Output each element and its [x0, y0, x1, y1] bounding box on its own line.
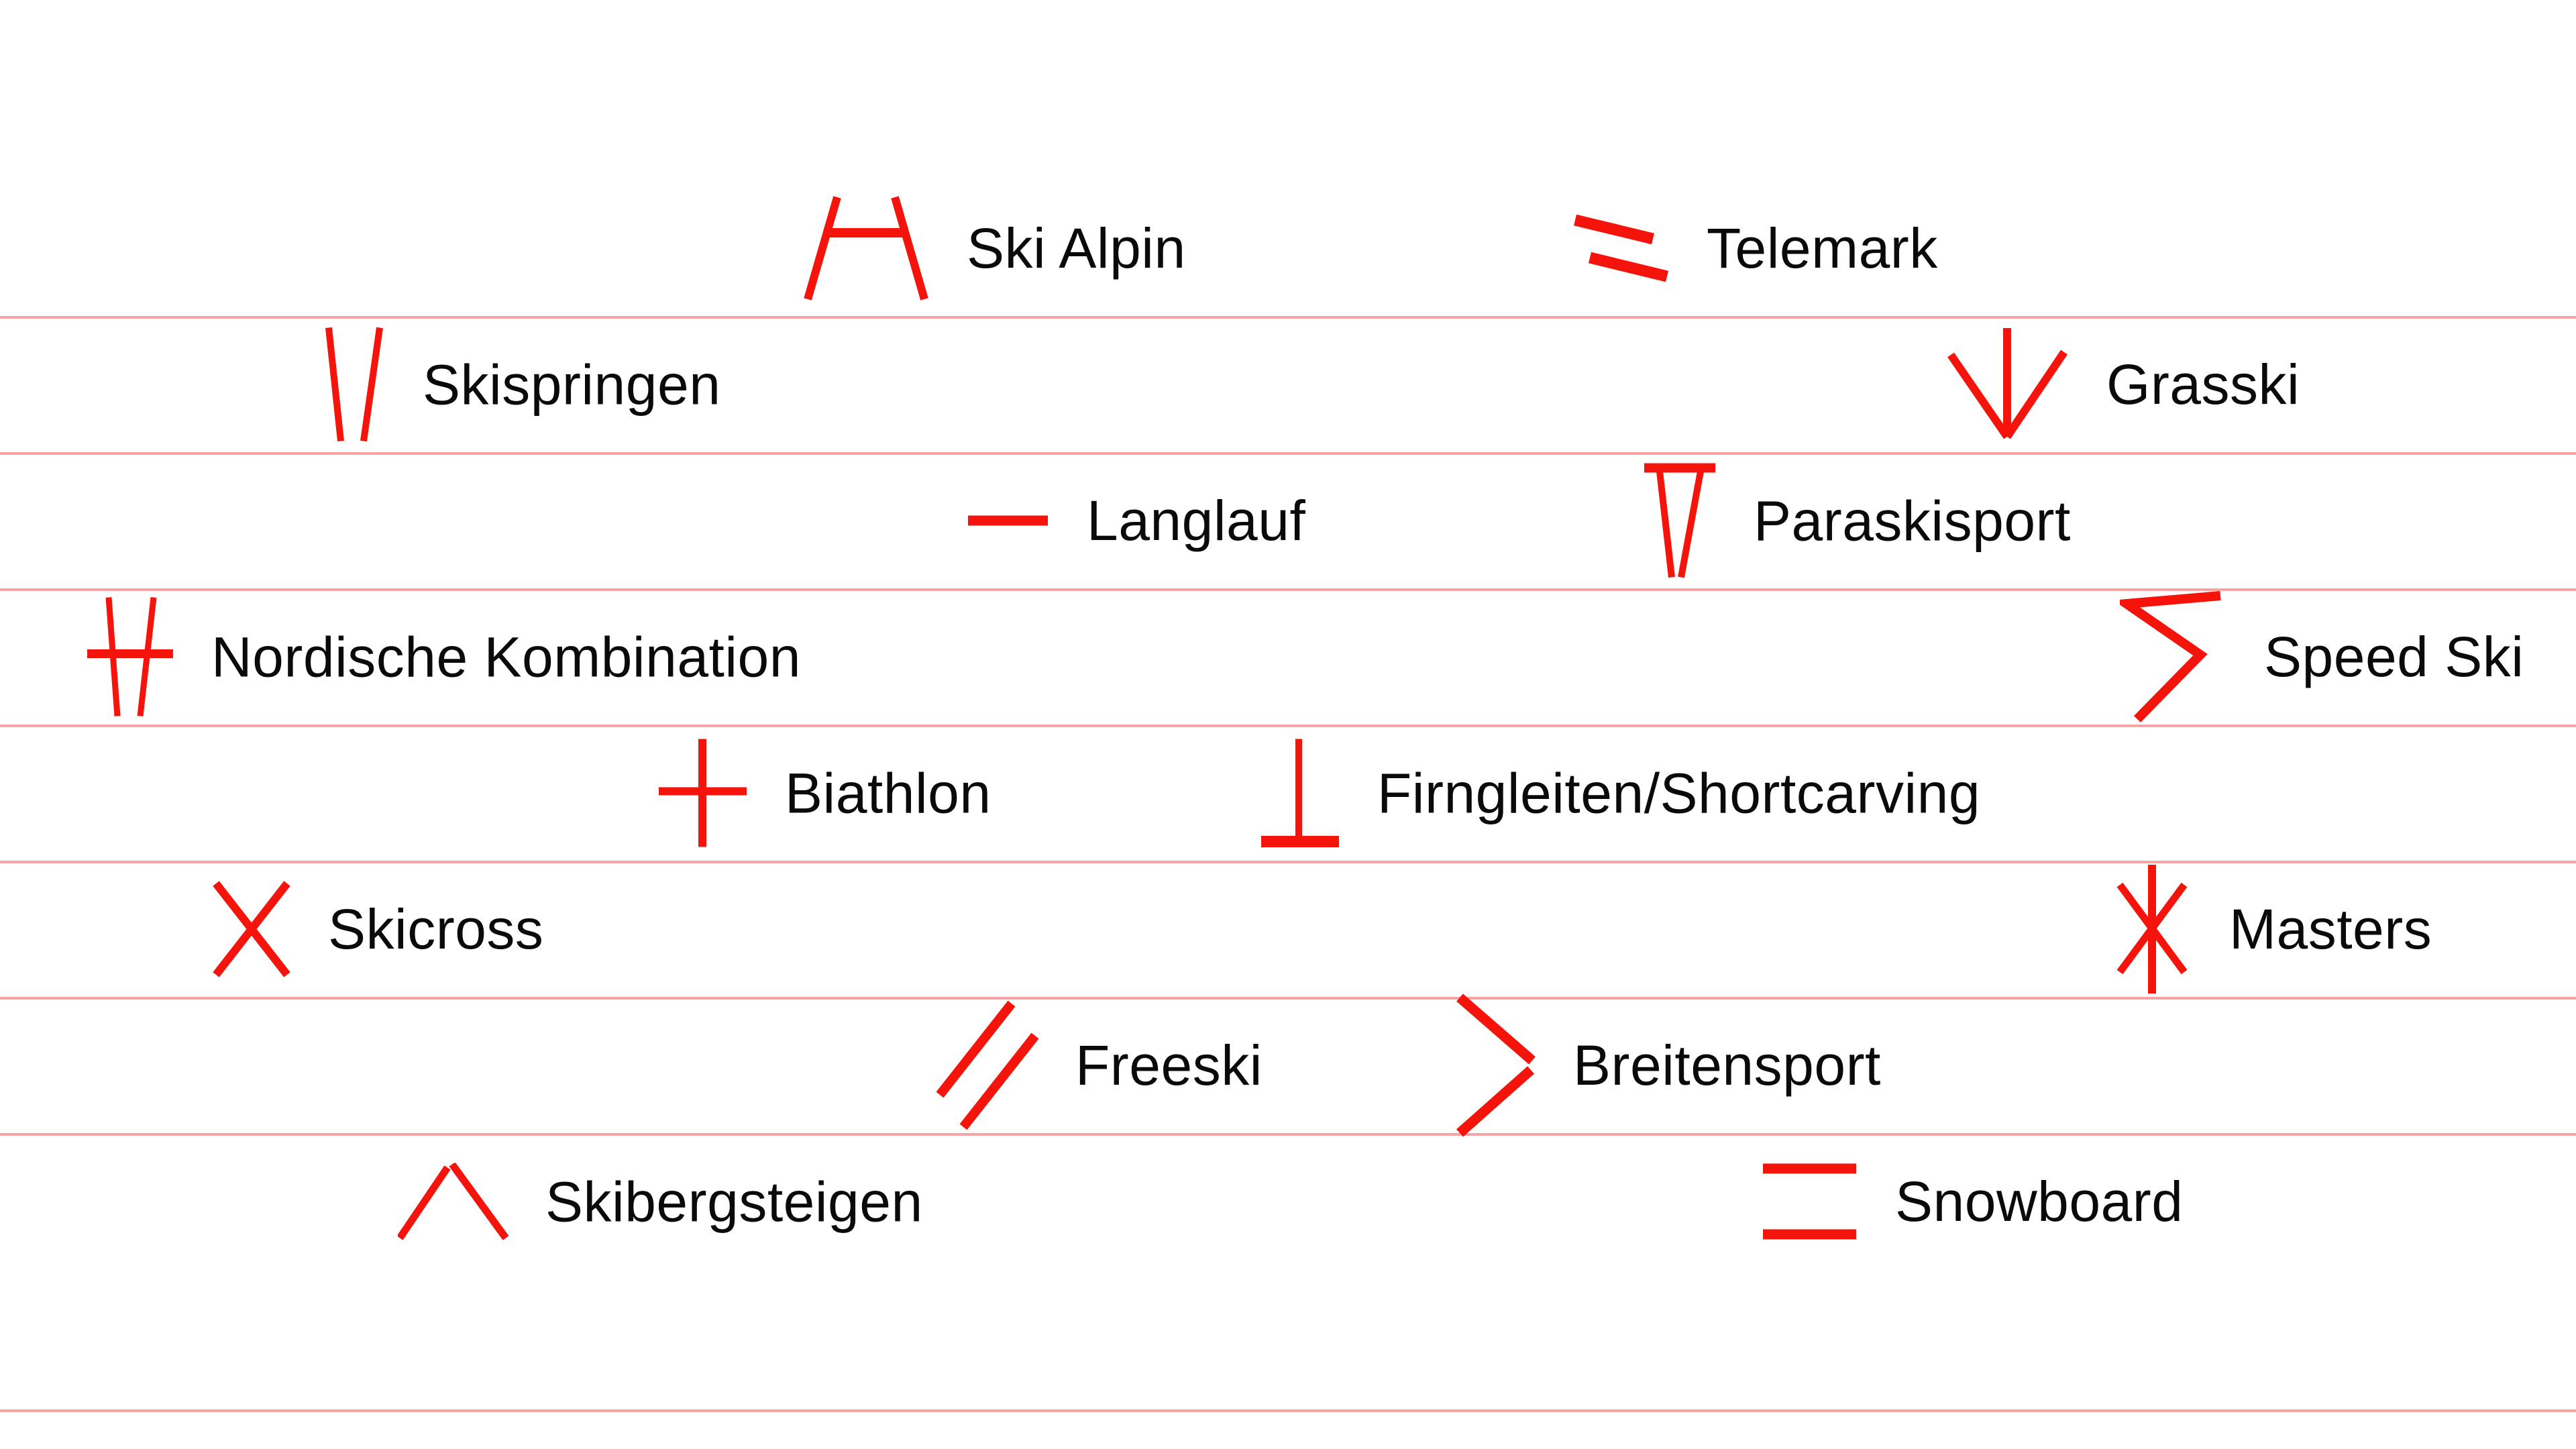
double-slash-icon	[936, 1001, 1038, 1130]
legend-item-label: Ski Alpin	[967, 217, 1186, 280]
row-divider	[0, 452, 2576, 455]
legend-item-label: Snowboard	[1895, 1170, 2184, 1233]
legend-item-firngleiten: Firngleiten/Shortcarving	[1260, 738, 1980, 849]
plus-cross-icon	[657, 738, 748, 849]
row-divider	[0, 997, 2576, 1000]
row-divider	[0, 588, 2576, 591]
slalom-gate-icon	[802, 195, 930, 302]
legend-item-masters: Masters	[2112, 863, 2432, 995]
legend-item-ski-alpin: Ski Alpin	[802, 195, 1186, 302]
double-bar-icon	[1761, 1161, 1858, 1242]
legend-item-skicross: Skicross	[212, 879, 543, 979]
row-divider	[0, 1133, 2576, 1136]
legend-item-grasski: Grasski	[1945, 327, 2300, 442]
legend-item-label: Telemark	[1707, 217, 1938, 280]
legend-item-label: Breitensport	[1573, 1034, 1881, 1097]
legend-item-speed-ski: Speed Ski	[2120, 590, 2524, 723]
legend-item-skispringen: Skispringen	[322, 326, 720, 443]
row-divider	[0, 861, 2576, 863]
asterisk-icon	[2112, 863, 2192, 995]
converging-skis-icon	[322, 326, 386, 443]
x-cross-icon	[212, 879, 291, 979]
row-divider	[0, 316, 2576, 319]
two-tilted-bars-icon	[1572, 211, 1670, 286]
legend-item-label: Skibergsteigen	[545, 1170, 923, 1233]
legend-item-label: Biathlon	[785, 761, 991, 824]
legend-item-label: Freeski	[1075, 1034, 1263, 1097]
legend-item-snowboard: Snowboard	[1761, 1161, 2183, 1242]
horizontal-bar-icon	[966, 514, 1050, 527]
legend-item-label: Masters	[2229, 898, 2432, 961]
legend-item-skibergsteigen: Skibergsteigen	[398, 1163, 923, 1240]
legend-item-breitensport: Breitensport	[1456, 994, 1881, 1137]
zigzag-icon	[2120, 590, 2227, 723]
crossed-skis-bar-icon	[86, 595, 174, 719]
legend-item-label: Skicross	[328, 898, 544, 961]
legend-item-label: Grasski	[2106, 353, 2300, 416]
legend-item-label: Speed Ski	[2264, 625, 2524, 688]
legend-item-biathlon: Biathlon	[657, 738, 991, 849]
legend-item-label: Firngleiten/Shortcarving	[1377, 761, 1981, 824]
legend-item-label: Paraskisport	[1754, 489, 2071, 552]
legend-item-label: Skispringen	[423, 353, 721, 416]
chevron-right-icon	[1456, 994, 1536, 1137]
funnel-icon	[1643, 462, 1717, 580]
legend-item-nordische-kombination: Nordische Kombination	[86, 595, 801, 719]
legend-item-paraskisport: Paraskisport	[1643, 462, 2071, 580]
legend-item-langlauf: Langlauf	[966, 492, 1305, 549]
down-arrow-icon	[1945, 327, 2070, 442]
legend-item-label: Langlauf	[1087, 489, 1306, 552]
legend-item-label: Nordische Kombination	[211, 625, 801, 688]
mountain-peak-icon	[398, 1163, 508, 1240]
legend-item-telemark: Telemark	[1572, 211, 1938, 286]
row-divider	[0, 724, 2576, 727]
inverted-t-icon	[1260, 738, 1340, 849]
bottom-border-line	[0, 1409, 2576, 1412]
legend-item-freeski: Freeski	[936, 1001, 1263, 1130]
